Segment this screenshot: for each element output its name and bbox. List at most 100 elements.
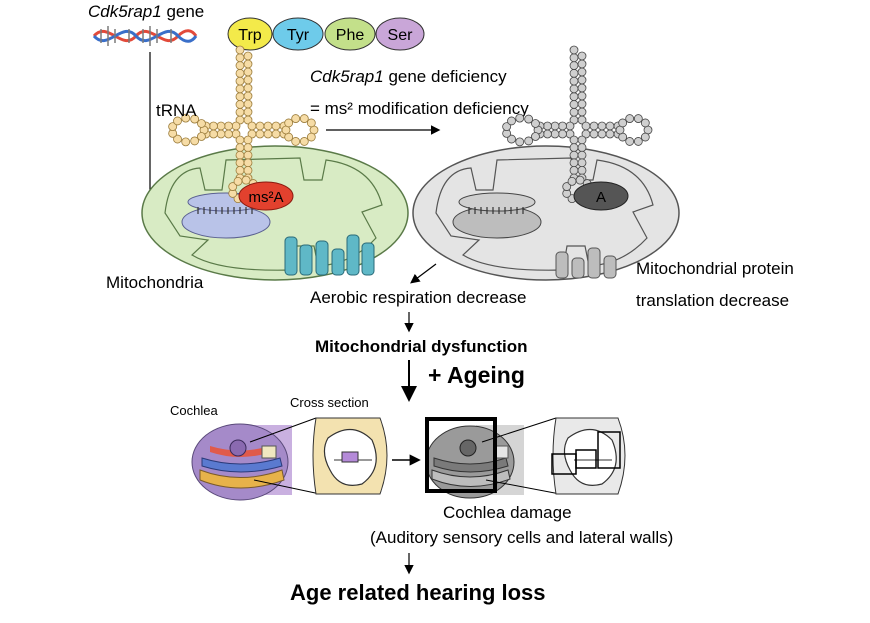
ms2a-label: ms²A: [249, 189, 284, 206]
protein-cylinder: [587, 247, 601, 279]
trna-bead: [577, 158, 587, 168]
trna-bead: [625, 114, 635, 123]
trna-bead: [299, 114, 309, 123]
unmodified-a-label: A: [596, 189, 606, 206]
trna-bead: [633, 114, 643, 123]
trna-bead: [209, 129, 218, 139]
trna-bead: [569, 150, 579, 160]
trna-bead: [299, 137, 309, 146]
trna-bead: [181, 137, 191, 147]
trna-bead: [243, 143, 253, 153]
trna-bead: [243, 158, 253, 168]
protein-cylinder: [555, 251, 569, 279]
ribosome-deficient: [452, 192, 542, 239]
trna-bead: [577, 59, 587, 69]
trna-bead: [233, 176, 243, 186]
trna-bead: [291, 114, 301, 123]
trna-bead: [507, 134, 516, 144]
deficiency-gene-name: Cdk5rap1: [310, 67, 384, 86]
trna-bead: [640, 118, 650, 128]
amino-acid-trp-label: Trp: [238, 27, 262, 44]
trna-bead: [284, 118, 294, 128]
trna-bead: [209, 121, 218, 131]
trna-bead: [565, 121, 575, 131]
protein-cylinder: [315, 240, 329, 276]
trna-bead: [173, 116, 182, 126]
trna-bead: [243, 67, 253, 77]
trna-bead: [515, 113, 525, 123]
trna-bead: [247, 121, 257, 131]
trna-bead: [263, 121, 273, 131]
cochlea-damaged-illustration: [425, 425, 524, 499]
trna-bead: [577, 143, 587, 153]
trna-bead: [569, 68, 579, 78]
trna-bead: [543, 121, 552, 131]
protein-cylinder: [284, 236, 298, 276]
trna-bead: [640, 132, 650, 142]
trna-bead: [531, 132, 540, 141]
protein-cylinder: [346, 234, 360, 276]
trna-bead: [577, 135, 587, 145]
aerobic-arrow: [410, 263, 437, 284]
trna-bead: [633, 137, 643, 146]
amino-acid-row: Trp Tyr Phe Ser: [227, 17, 425, 51]
trna-bead: [235, 143, 245, 153]
trna-bead: [577, 83, 587, 93]
cochlea-damage-highlight-box: [425, 417, 497, 493]
amino-acid-tyr-label: Tyr: [287, 27, 310, 44]
amino-acid-phe-label: Phe: [336, 27, 365, 44]
gene-suffix: gene: [161, 2, 205, 21]
protein-translation-label-1: Mitochondrial protein: [636, 259, 794, 278]
trna-bead: [577, 99, 587, 109]
trna-bead: [589, 129, 599, 139]
trna-bead: [524, 136, 534, 146]
cochlea-damage-label-2: (Auditory sensory cells and lateral wall…: [370, 528, 673, 547]
trna-bead: [235, 107, 245, 117]
ageing-label: + Ageing: [428, 362, 525, 388]
damage-box-lateral-wall: [597, 431, 621, 469]
trna-bead: [577, 107, 587, 117]
trna-bead: [569, 158, 579, 168]
deficiency-label-line1: Cdk5rap1 gene deficiency: [310, 67, 507, 86]
amino-acid-ser: [375, 17, 425, 51]
trna-bead: [243, 59, 253, 69]
trna-bead: [243, 83, 253, 93]
mitochondrial-dysfunction-label: Mitochondrial dysfunction: [315, 337, 528, 356]
trna-label: tRNA: [156, 101, 197, 120]
dna-helix-icon: [92, 26, 198, 46]
trna-healthy: [168, 45, 319, 205]
trna-bead: [558, 129, 567, 139]
trna-bead: [569, 76, 579, 86]
trna-bead: [575, 175, 585, 185]
trna-bead: [243, 107, 253, 117]
trna-bead: [235, 61, 245, 70]
unmodified-a: [573, 181, 629, 211]
trna-bead: [515, 137, 525, 147]
trna-bead: [173, 134, 182, 144]
cochlea-healthy-illustration: [191, 423, 292, 501]
trna-bead: [243, 135, 253, 145]
trna-bead: [597, 121, 607, 131]
trna-bead: [271, 121, 281, 131]
trna-bead: [558, 121, 567, 131]
trna-bead: [562, 182, 572, 191]
trna-bead: [569, 135, 579, 145]
trna-bead: [228, 182, 238, 191]
trna-bead: [502, 122, 512, 132]
mito-deficient-cristae: [435, 157, 654, 271]
amino-acid-trp: [227, 17, 273, 51]
trna-bead: [589, 121, 599, 131]
trna-bead: [569, 107, 579, 117]
trna-bead: [271, 129, 281, 139]
mito-deficient-outer: [412, 145, 680, 281]
protein-cylinder: [299, 244, 313, 276]
trna-bead: [224, 129, 233, 139]
protein-translation-label-2: translation decrease: [636, 291, 789, 310]
trna-bead: [243, 91, 253, 101]
aerobic-respiration-label: Aerobic respiration decrease: [310, 288, 526, 307]
mitochondrial-proteins-deficient: [555, 247, 617, 279]
amino-acid-phe: [324, 17, 376, 51]
trna-bead: [241, 175, 251, 185]
trna-bead: [235, 45, 245, 55]
trna-bead: [605, 121, 615, 131]
